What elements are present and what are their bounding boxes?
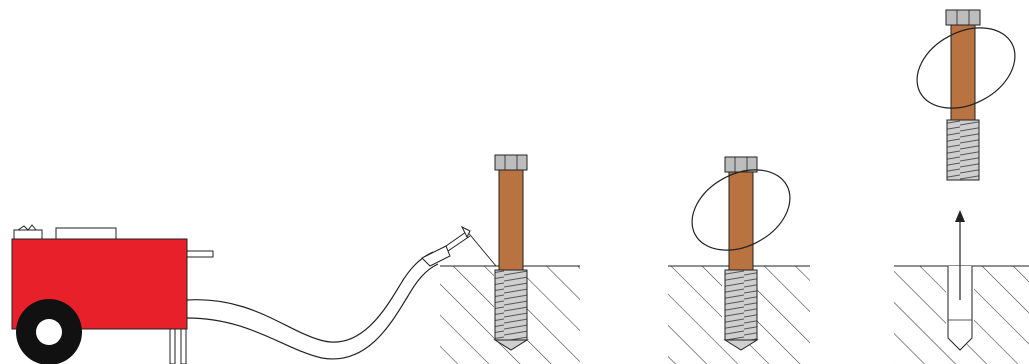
bolt-stage-2 <box>723 156 759 351</box>
bolt-stage-3 <box>945 9 981 181</box>
ground-block-3 <box>894 265 1029 364</box>
upward-arrow-icon <box>955 210 965 300</box>
tong-icon <box>421 225 497 267</box>
wire-loop-stage-2 <box>691 169 791 251</box>
bolt-stage-1 <box>493 154 529 351</box>
wire-loop-stage-3 <box>916 27 1016 109</box>
welding-cable <box>186 251 439 360</box>
wheel-icon <box>16 299 82 364</box>
